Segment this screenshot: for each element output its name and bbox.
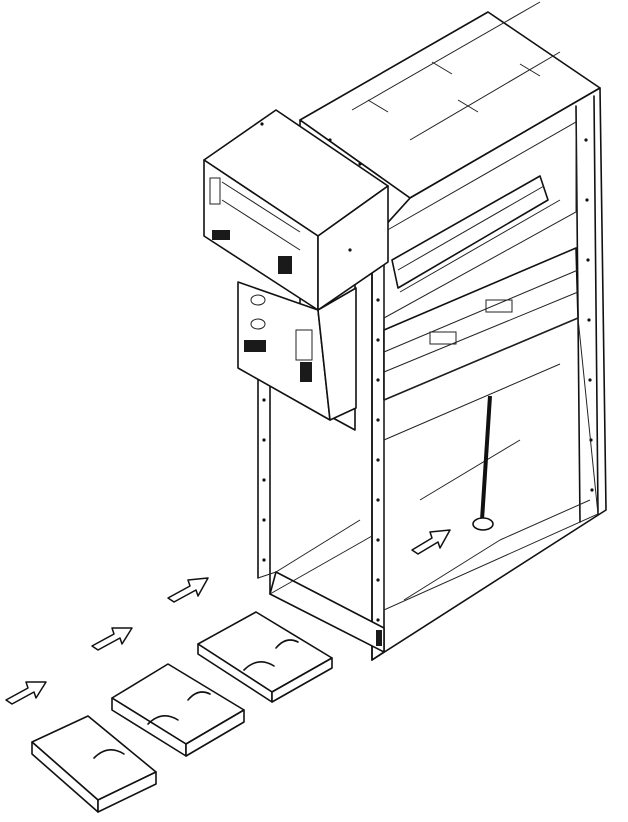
base-plate-3 — [197, 611, 333, 703]
arrow-icon — [91, 627, 133, 651]
low-voltage-compartment — [203, 109, 389, 421]
arrow-icon — [411, 529, 451, 555]
base-plate-2 — [111, 663, 245, 757]
arrow-icon — [167, 577, 209, 603]
insertion-arrows — [5, 529, 451, 705]
arrow-icon — [5, 681, 47, 705]
base-plate-1 — [31, 715, 157, 813]
